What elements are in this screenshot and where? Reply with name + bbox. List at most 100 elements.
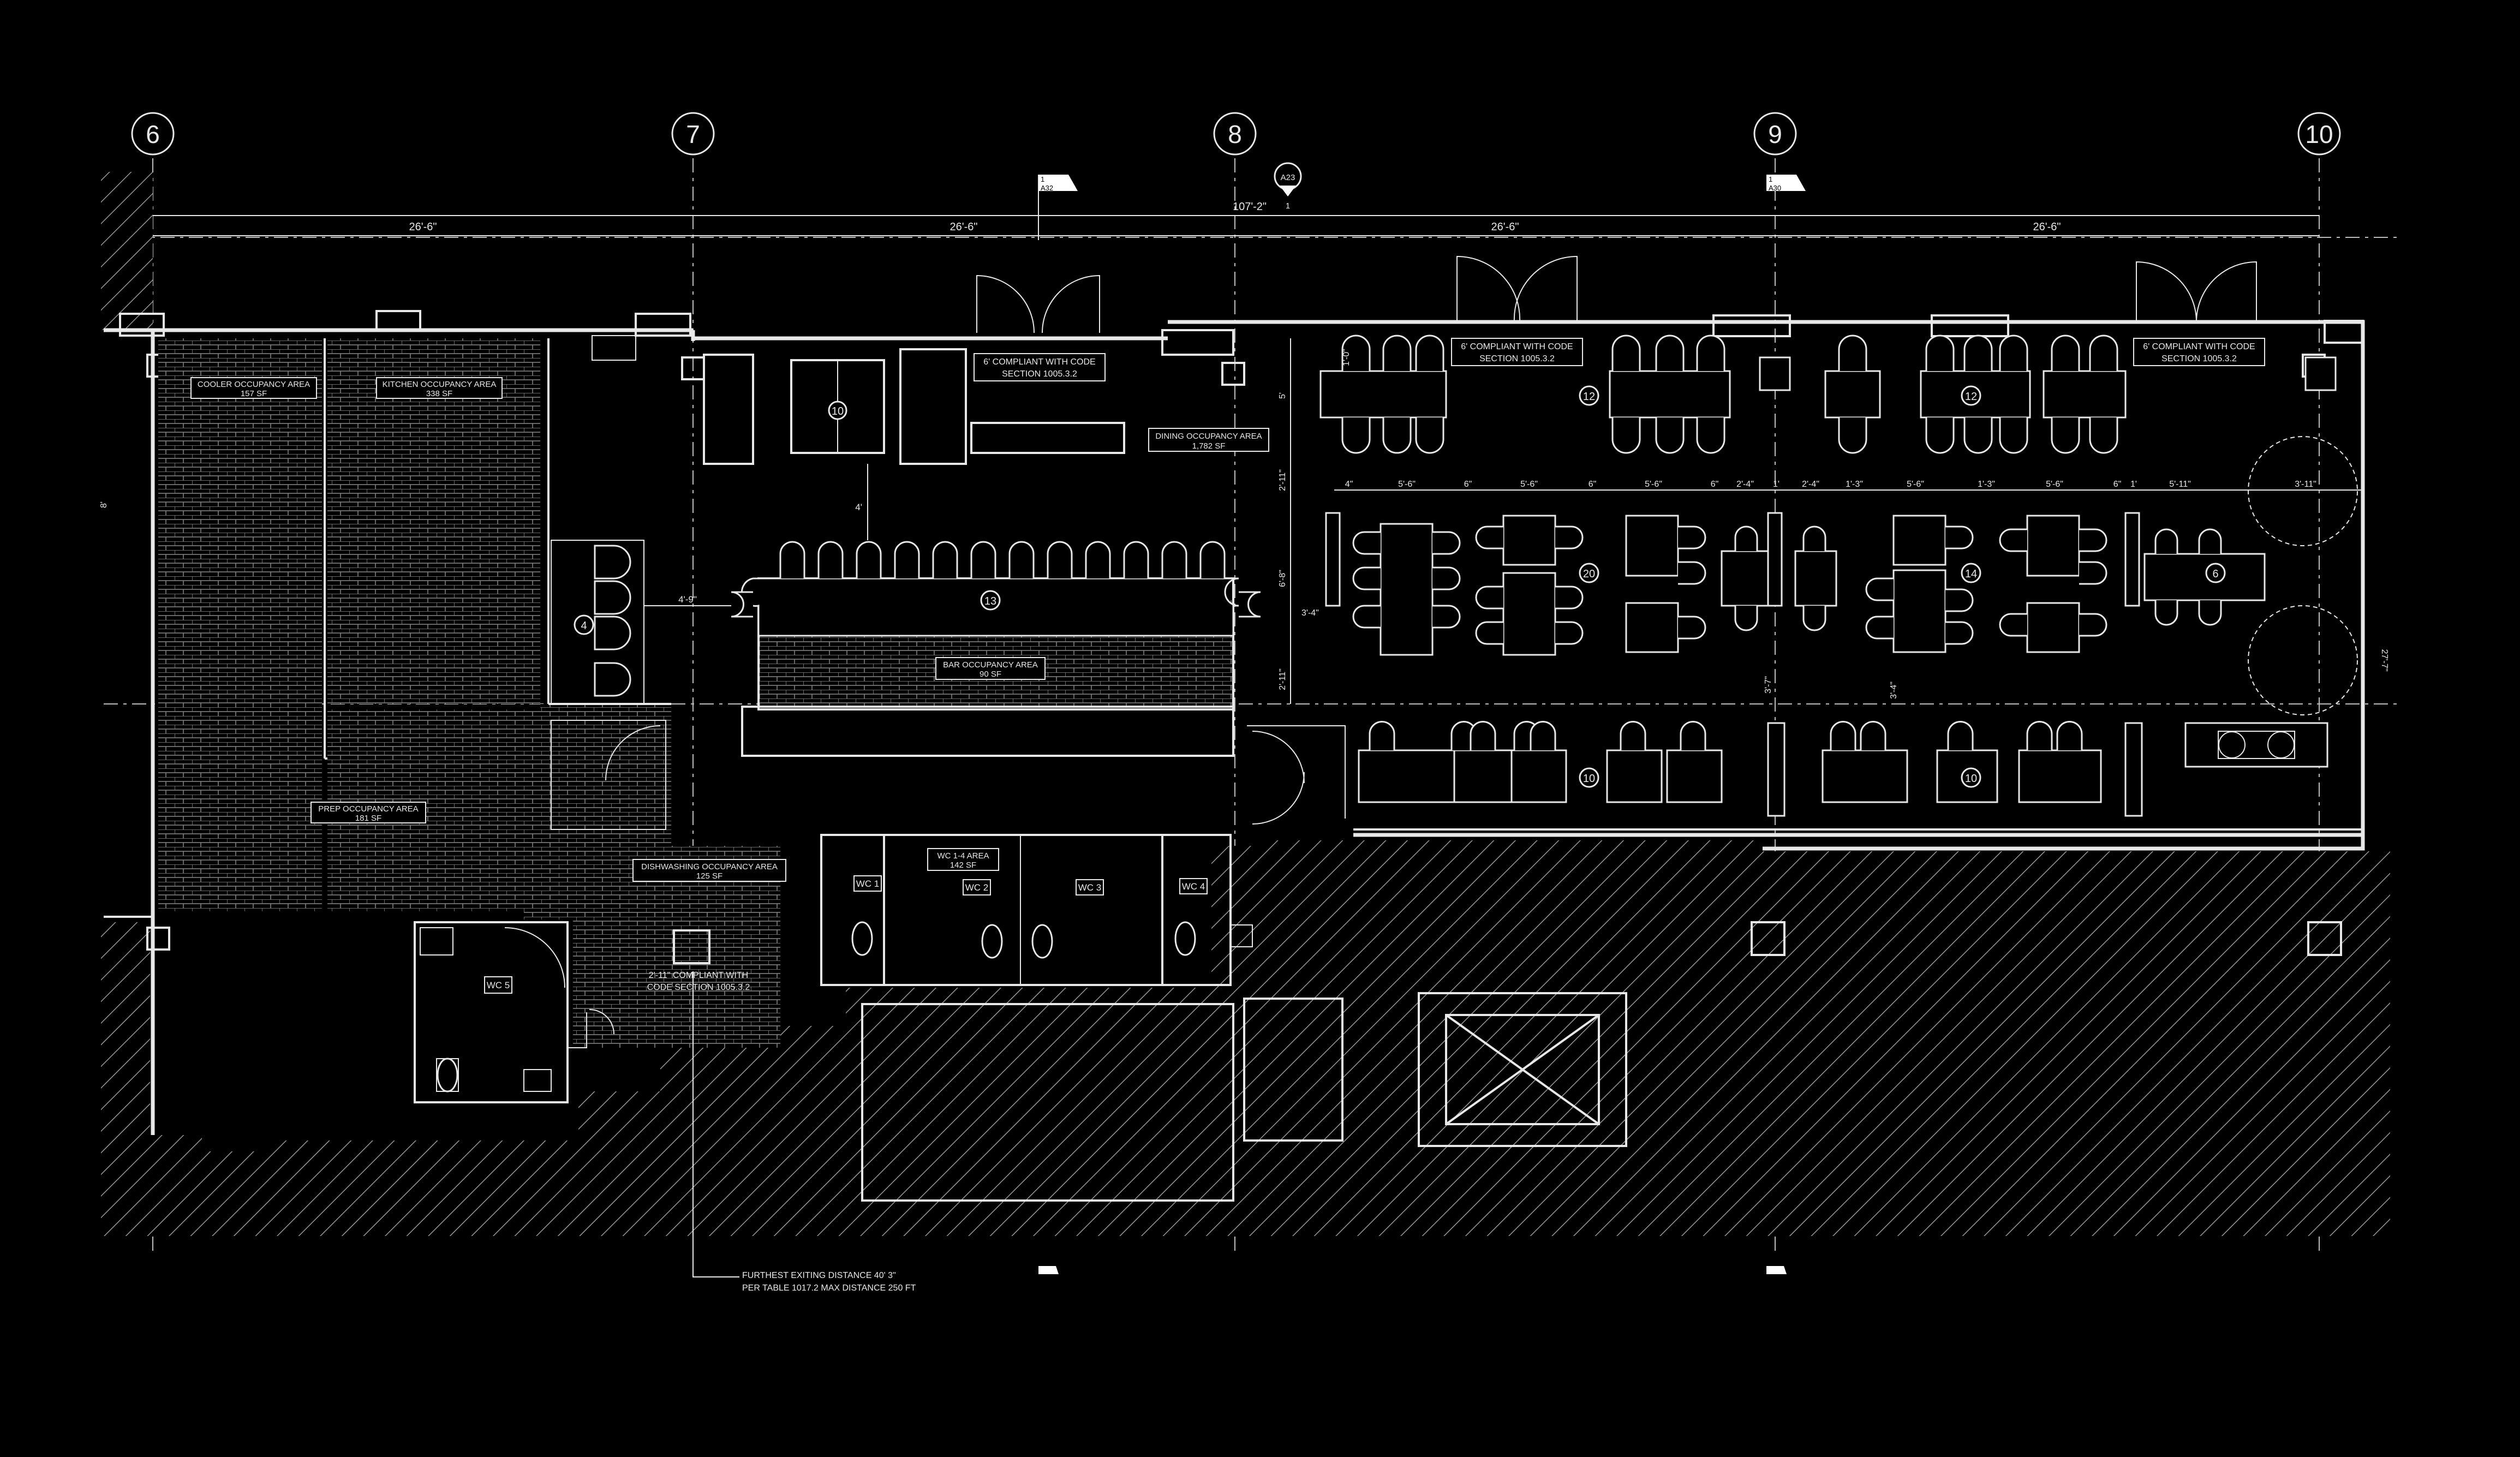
section-marker-a30: 1 A30 [1766, 175, 1806, 192]
hatched-zones [101, 172, 2390, 1236]
dining-middle-tables: 20 14 6 [1325, 436, 2358, 715]
svg-text:6: 6 [2212, 568, 2218, 580]
lower-rooms [861, 921, 2342, 1202]
svg-text:5'-11": 5'-11" [2169, 480, 2191, 489]
middle-chairs [1352, 526, 2222, 645]
svg-text:6' COMPLIANT WITH CODE: 6' COMPLIANT WITH CODE [1461, 342, 1573, 351]
svg-text:26'-6": 26'-6" [950, 221, 978, 233]
grid-bubble-8: 8 [1213, 112, 1257, 156]
svg-text:1'-3": 1'-3" [1978, 480, 1995, 489]
svg-text:WC 2: WC 2 [965, 882, 989, 893]
entry-doors [976, 255, 2257, 333]
svg-text:SECTION 1005.3.2: SECTION 1005.3.2 [2161, 354, 2237, 363]
area-label-prep: PREP OCCUPANCY AREA 181 SF [310, 802, 426, 823]
dj-booth [2184, 722, 2328, 768]
exit-distance-note: FURTHEST EXITING DISTANCE 40' 3" PER TAB… [692, 971, 916, 1293]
svg-text:6": 6" [2113, 480, 2122, 489]
svg-text:6": 6" [1711, 480, 1719, 489]
svg-text:BAR OCCUPANCY AREA: BAR OCCUPANCY AREA [943, 660, 1038, 670]
section-flag-bottom-1 [1038, 1266, 1059, 1274]
svg-text:338 SF: 338 SF [426, 389, 452, 398]
svg-text:12: 12 [1583, 391, 1595, 403]
area-label-dining: DINING OCCUPANCY AREA 1,782 SF [1148, 428, 1269, 452]
svg-text:WC 4: WC 4 [1182, 881, 1205, 892]
svg-text:6'-8": 6'-8" [1278, 570, 1287, 587]
kitchen-tile-floor [158, 338, 1233, 1048]
egress-note-1: 6' COMPLIANT WITH CODE SECTION 1005.3.2 [974, 353, 1106, 381]
svg-text:1: 1 [1041, 175, 1044, 183]
svg-text:26'-6": 26'-6" [409, 221, 437, 233]
svg-text:DINING OCCUPANCY AREA: DINING OCCUPANCY AREA [1155, 432, 1262, 441]
svg-text:SECTION 1005.3.2: SECTION 1005.3.2 [1479, 354, 1555, 363]
svg-text:3'-4": 3'-4" [1301, 608, 1319, 618]
svg-text:4'-9": 4'-9" [678, 594, 697, 605]
svg-text:1': 1' [1773, 480, 1779, 489]
svg-text:27'-7": 27'-7" [2380, 649, 2389, 672]
overall-dimension: 107'-2" [153, 201, 2319, 216]
corridor-note: 2'-11" COMPLIANT WITH CODE SECTION 1005.… [647, 971, 750, 992]
svg-text:20: 20 [1583, 568, 1595, 580]
svg-text:A23: A23 [1281, 173, 1295, 182]
area-label-cooler: COOLER OCCUPANCY AREA 157 SF [190, 377, 317, 399]
dining-top-row: 12 12 [1319, 335, 2337, 454]
grid-bubble-6: 6 [131, 112, 175, 156]
area-label-kitchen: KITCHEN OCCUPANCY AREA 338 SF [376, 377, 503, 399]
lounge-seating: 4 [574, 545, 631, 697]
restrooms: WC 1 WC 2 WC 3 WC 4 [437, 834, 1232, 1092]
exterior-walls [104, 310, 2365, 1135]
svg-text:1': 1' [2130, 480, 2137, 489]
svg-text:2'-11" COMPLIANT WITH: 2'-11" COMPLIANT WITH [649, 971, 748, 980]
svg-text:2'-11": 2'-11" [1278, 469, 1287, 491]
svg-text:WC 3: WC 3 [1078, 882, 1102, 893]
kitchen-equipment: 10 [551, 335, 1125, 830]
svg-text:3'-7": 3'-7" [1764, 676, 1773, 694]
svg-text:14: 14 [1965, 568, 1977, 580]
svg-text:4": 4" [1345, 480, 1353, 489]
svg-text:10: 10 [2305, 120, 2333, 148]
svg-text:WC 1-4 AREA: WC 1-4 AREA [937, 851, 989, 861]
grid-bubble-7: 7 [671, 112, 715, 156]
svg-text:6' COMPLIANT WITH CODE: 6' COMPLIANT WITH CODE [2143, 342, 2255, 351]
svg-text:1: 1 [1769, 175, 1772, 183]
bay-dimensions: 26'-6" 26'-6" 26'-6" 26'-6" [153, 221, 2319, 236]
area-label-bar: BAR OCCUPANCY AREA 90 SF [935, 657, 1046, 680]
svg-text:A30: A30 [1769, 184, 1781, 192]
svg-text:CODE SECTION 1005.3.2: CODE SECTION 1005.3.2 [647, 983, 750, 992]
svg-text:6: 6 [146, 120, 160, 148]
svg-text:FURTHEST EXITING DISTANCE 40': FURTHEST EXITING DISTANCE 40' 3" [742, 1271, 896, 1280]
bar-area: 13 4' 4'-9" [644, 464, 1261, 757]
svg-text:2'-4": 2'-4" [1802, 480, 1819, 489]
svg-text:6' COMPLIANT WITH CODE: 6' COMPLIANT WITH CODE [983, 357, 1095, 367]
svg-text:5': 5' [1278, 392, 1287, 399]
svg-text:A32: A32 [1041, 184, 1053, 192]
vertical-dimensions: 1'-0" 5' 2'-11" 6'-8" 3'-4" 2'-11" 3'-7"… [99, 338, 2389, 704]
svg-text:PREP OCCUPANCY AREA: PREP OCCUPANCY AREA [318, 804, 418, 814]
section-flag-bottom-2 [1766, 1266, 1787, 1274]
svg-text:26'-6": 26'-6" [2033, 221, 2061, 233]
svg-text:7: 7 [686, 120, 700, 148]
svg-text:10: 10 [1965, 773, 1977, 785]
row-dimension-string: 4" 5'-6" 6" 5'-6" 6" 5'-6" 6" 1' 2'-4" 2… [1334, 480, 2363, 491]
svg-text:5'-6": 5'-6" [1520, 480, 1538, 489]
svg-text:142 SF: 142 SF [950, 861, 976, 870]
svg-text:2'-11": 2'-11" [1278, 668, 1287, 690]
svg-text:12: 12 [1965, 391, 1977, 403]
svg-text:4: 4 [581, 620, 587, 632]
svg-text:13: 13 [984, 595, 996, 607]
wc5-room: WC 5 [414, 921, 614, 1103]
svg-text:3'-4": 3'-4" [1889, 682, 1898, 699]
elevation-marker: A23 1 [1274, 162, 1302, 211]
svg-text:SECTION 1005.3.2: SECTION 1005.3.2 [1002, 369, 1077, 379]
svg-text:COOLER OCCUPANCY AREA: COOLER OCCUPANCY AREA [198, 380, 310, 389]
svg-text:6": 6" [1589, 480, 1597, 489]
svg-text:10: 10 [1583, 773, 1595, 785]
grid-bubble-10: 10 [2297, 112, 2341, 156]
area-label-wc: WC 1-4 AREA 142 SF [927, 848, 999, 871]
svg-text:10: 10 [832, 405, 844, 417]
egress-note-2: 6' COMPLIANT WITH CODE SECTION 1005.3.2 [1451, 338, 1583, 366]
svg-text:6": 6" [1464, 480, 1472, 489]
svg-text:90 SF: 90 SF [980, 670, 1001, 679]
svg-text:107'-2": 107'-2" [1233, 201, 1267, 213]
svg-text:9: 9 [1768, 120, 1782, 148]
